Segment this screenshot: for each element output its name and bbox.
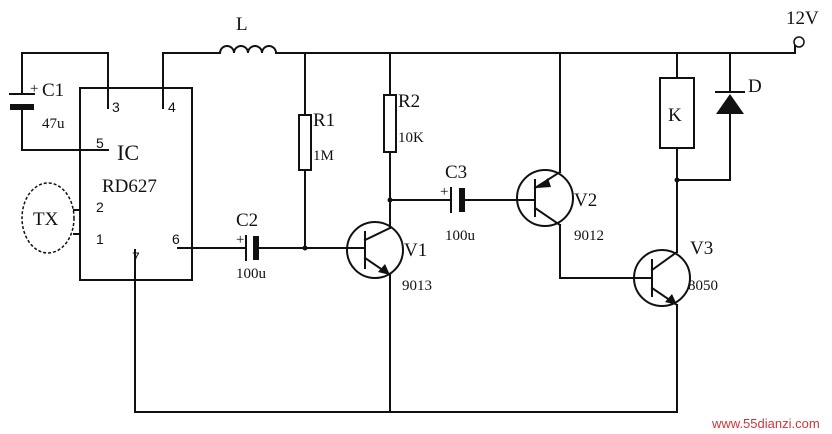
v3-ref: V3 — [690, 238, 713, 259]
ic-pin-6: 6 — [172, 231, 180, 247]
inductor-l: L — [218, 14, 281, 55]
transistor-v1: V1 9013 — [346, 221, 432, 294]
ic-pin-3: 3 — [112, 99, 120, 115]
supply-label: 12V — [786, 8, 819, 29]
c2-ref: C2 — [236, 210, 258, 231]
c1-polarity: + — [30, 81, 38, 97]
supply-terminal — [793, 36, 805, 48]
relay-k: K — [659, 77, 695, 149]
ic-pin-2: 2 — [96, 199, 104, 215]
v1-part: 9013 — [402, 278, 432, 294]
tx-label: TX — [33, 209, 59, 230]
diode-label: D — [748, 76, 762, 97]
v2-ref: V2 — [574, 190, 597, 211]
ic-pin-1: 1 — [96, 231, 104, 247]
transistor-v2: V2 9012 — [516, 169, 604, 244]
resistor-r1: R1 1M — [298, 110, 335, 171]
c1-value: 47u — [42, 116, 65, 132]
ic-title: IC — [117, 140, 139, 165]
r1-ref: R1 — [313, 110, 335, 131]
tx-transducer: TX — [21, 182, 81, 254]
ic-pin-7: 7 — [132, 249, 140, 265]
c1-ref: C1 — [42, 80, 64, 101]
c2-value: 100u — [236, 266, 267, 282]
junction-dots — [302, 177, 680, 251]
diode-d: D — [715, 76, 762, 114]
relay-label: K — [668, 105, 682, 126]
c3-ref: C3 — [445, 162, 467, 183]
c2-polarity: + — [236, 232, 244, 248]
resistor-r2: R2 10K — [383, 91, 424, 153]
v3-part: 8050 — [688, 278, 718, 294]
ic-part-number: RD627 — [102, 176, 157, 197]
capacitor-c2: + C2 100u — [236, 210, 267, 282]
c3-value: 100u — [445, 228, 476, 244]
transistor-v3: V3 8050 — [631, 238, 718, 307]
ic-chip: IC RD627 3 4 5 2 1 6 7 — [79, 87, 193, 281]
r1-value: 1M — [313, 148, 334, 164]
capacitor-c1: + C1 47u — [9, 80, 65, 132]
v1-ref: V1 — [404, 240, 427, 261]
r2-value: 10K — [398, 130, 424, 146]
ic-pin-5: 5 — [96, 135, 104, 151]
capacitor-c3: + C3 100u — [440, 162, 476, 244]
c3-polarity: + — [440, 184, 448, 200]
inductor-label: L — [236, 14, 248, 35]
ic-pin-4: 4 — [168, 99, 176, 115]
watermark: www.55dianzi.com — [711, 416, 820, 431]
r2-ref: R2 — [398, 91, 420, 112]
v2-part: 9012 — [574, 228, 604, 244]
